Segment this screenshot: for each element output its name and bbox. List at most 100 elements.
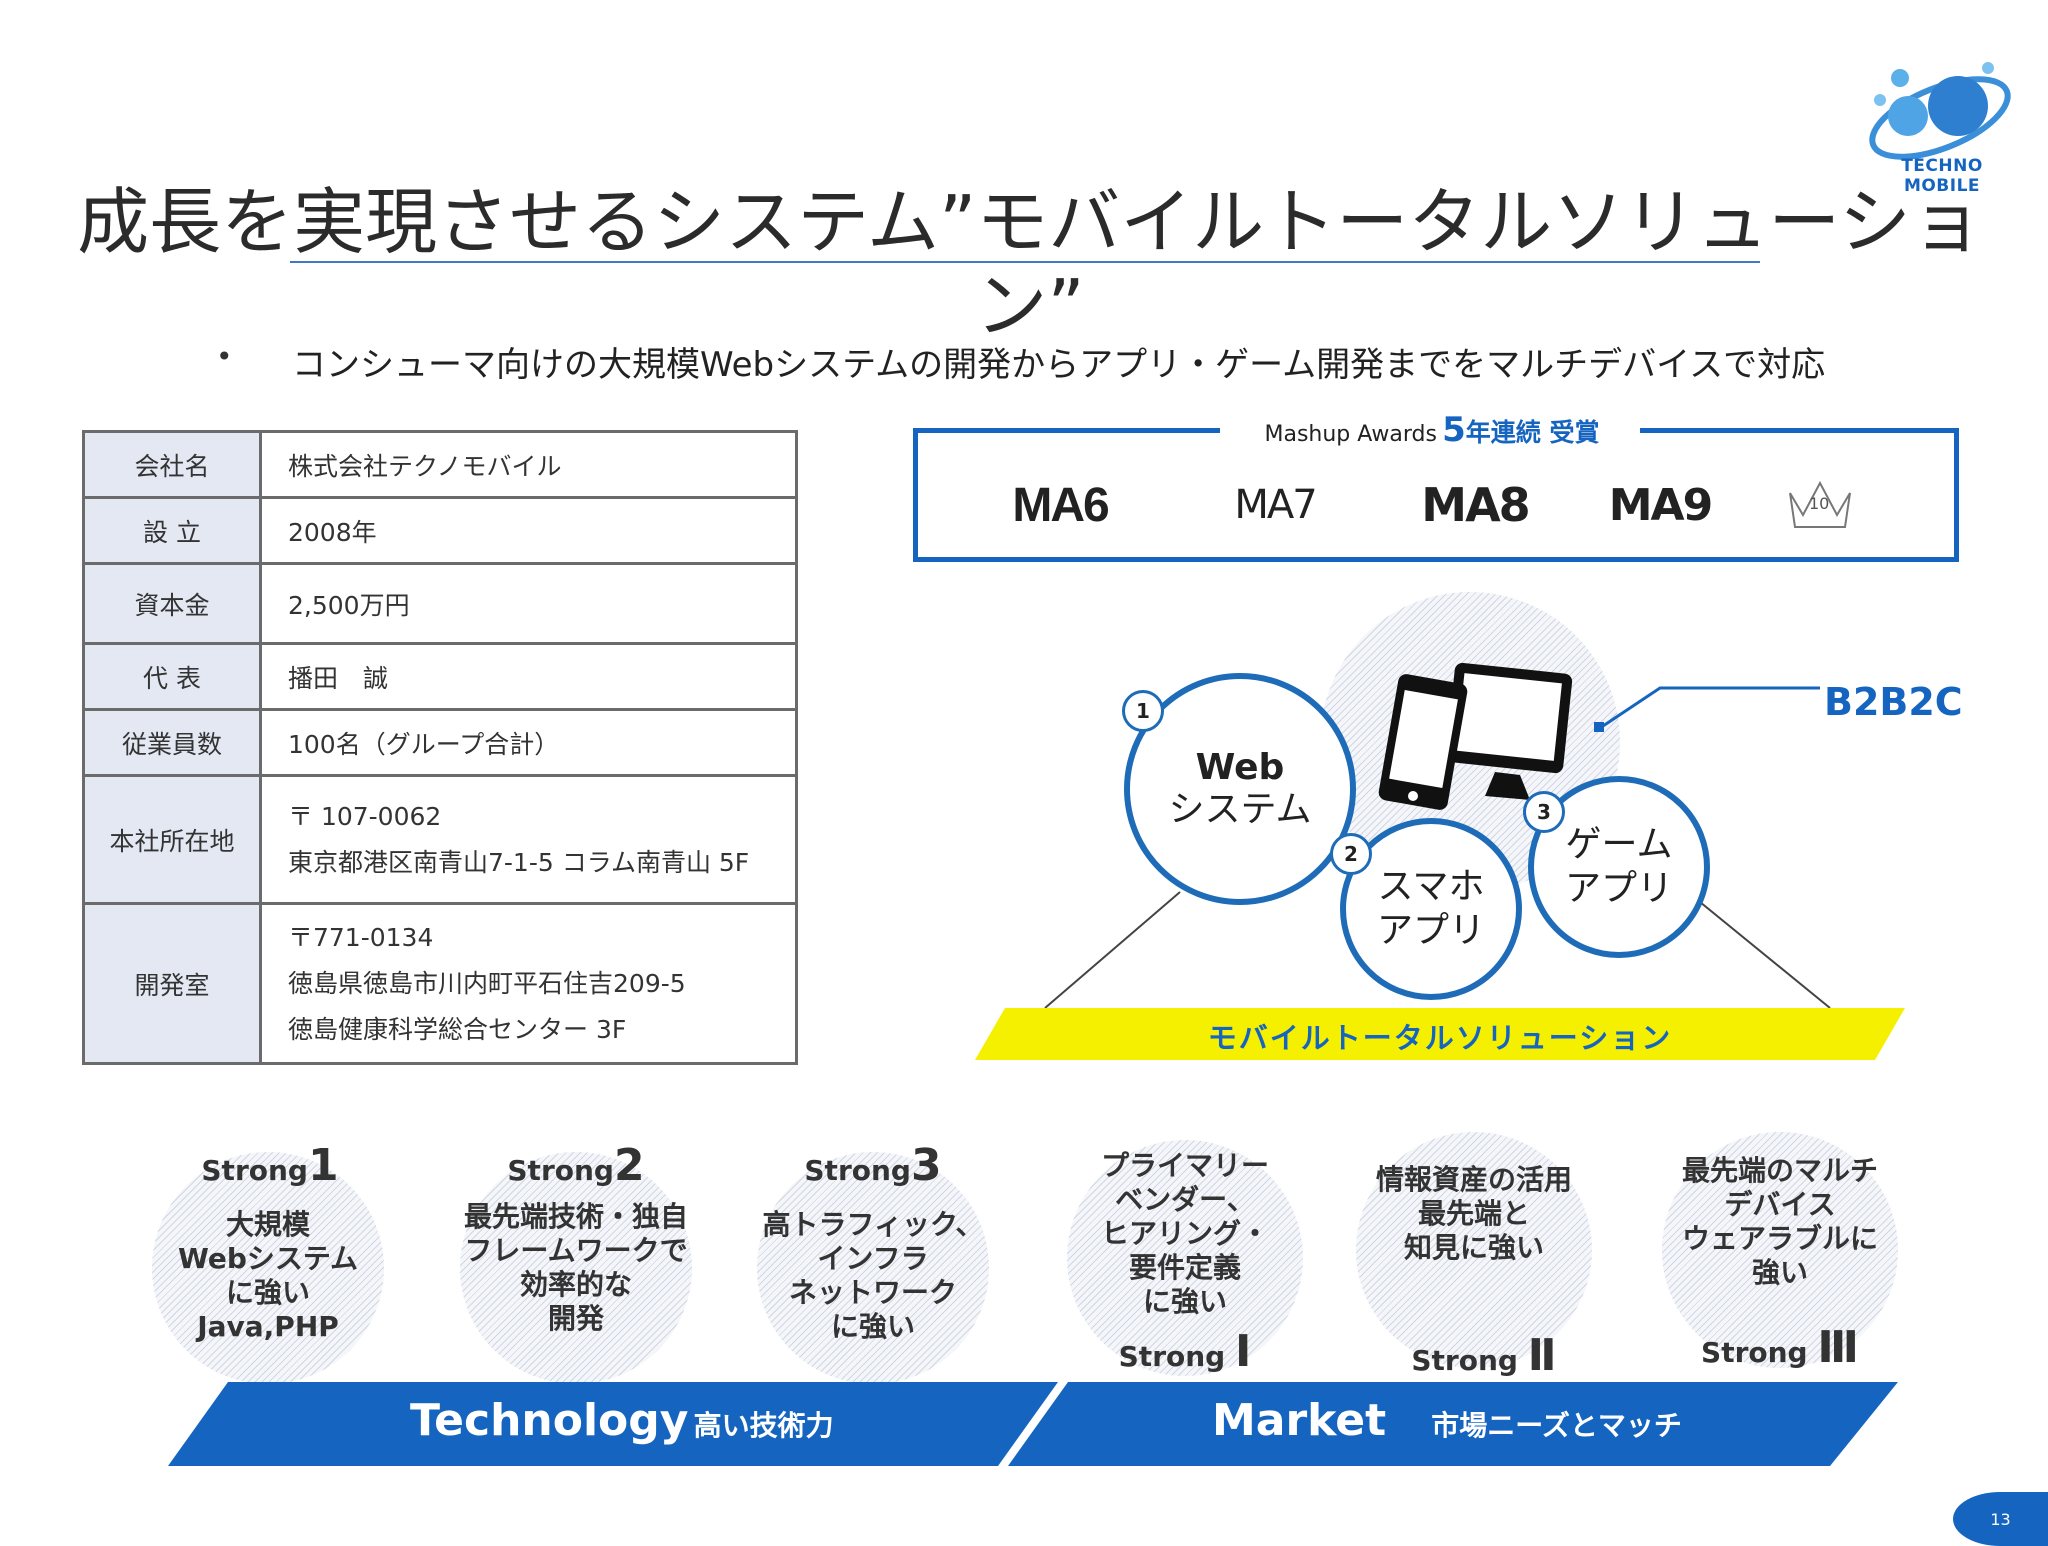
strength-circle-bg <box>1067 1140 1303 1376</box>
strength-line: に強い <box>225 1276 310 1309</box>
table-row: 開発室 〒771-0134 徳島県徳島市川内町平石住吉209-5 徳島健康科学総… <box>82 902 798 1065</box>
technology-banner: Technology 高い技術力 <box>410 1395 834 1446</box>
row-key: 開発室 <box>82 902 262 1065</box>
strength-line: 強い <box>1751 1256 1808 1289</box>
strength-text: 大規模 Webシステム に強い Java,PHP <box>152 1160 384 1392</box>
circle1-line2: システム <box>1168 789 1312 830</box>
market-strength-2: 情報資産の活用 最先端と 知見に強い <box>1356 1132 1592 1368</box>
technology-sublabel: 高い技術力 <box>693 1409 834 1442</box>
strength-line: フレームワークで <box>464 1234 688 1267</box>
market-banner: Market 市場ニーズとマッチ <box>1212 1395 1682 1446</box>
devices-icon <box>1378 662 1573 810</box>
strength-line: に強い <box>1142 1285 1227 1318</box>
solution-banner-shape <box>975 1008 1905 1060</box>
awards-years: 5 <box>1442 410 1466 450</box>
awards-label-background <box>1220 410 1640 450</box>
table-row: 代 表 播田 誠 <box>82 642 798 711</box>
circle2-line1: スマホ <box>1377 866 1485 907</box>
market-label: Market <box>1212 1395 1387 1446</box>
dev-address: 徳島県徳島市川内町平石住吉209-5 <box>288 968 686 998</box>
strength-line: ウェアラブルに <box>1681 1222 1878 1255</box>
strength-text: 情報資産の活用 最先端と 知見に強い <box>1346 1096 1602 1332</box>
solution-banner-text: モバイルトータルソリューション <box>1207 1021 1673 1055</box>
company-info-table: 会社名 株式会社テクノモバイル 設 立 2008年 資本金 2,500万円 代 … <box>82 430 798 1065</box>
strength-heading: Strong3 <box>804 1140 942 1191</box>
strength-text: 最先端技術・独自 フレームワークで 効率的な 開発 <box>440 1152 712 1384</box>
row-key: 会社名 <box>82 430 262 499</box>
row-key: 代 表 <box>82 642 262 711</box>
row-value: 2008年 <box>259 496 798 565</box>
strength-heading: Strong Ⅱ <box>1411 1330 1557 1381</box>
strength-line: ヒアリング・ <box>1100 1217 1269 1250</box>
table-row: 資本金 2,500万円 <box>82 562 798 645</box>
table-row: 本社所在地 〒 107-0062 東京都港区南青山7-1-5 コラム南青山 5F <box>82 774 798 905</box>
strength-line: Java,PHP <box>197 1310 339 1343</box>
awards-suffix: 年連続 受賞 <box>1465 418 1600 447</box>
bottom-banners <box>168 1382 1898 1466</box>
strength-heading: Strong1 <box>201 1140 339 1191</box>
title-underline <box>290 261 1760 263</box>
bullet-marker: • <box>216 340 233 373</box>
strength-line: デバイス <box>1724 1188 1836 1221</box>
row-value: 〒 107-0062 東京都港区南青山7-1-5 コラム南青山 5F <box>259 774 798 905</box>
crown-icon <box>1789 480 1851 528</box>
circle3-number: 3 <box>1523 791 1565 833</box>
table-row: 会社名 株式会社テクノモバイル <box>82 430 798 499</box>
strength-circle-bg <box>1356 1132 1592 1368</box>
strength-line: 高トラフィック、 <box>762 1208 984 1241</box>
row-value: 〒771-0134 徳島県徳島市川内町平石住吉209-5 徳島健康科学総合センタ… <box>259 902 798 1065</box>
strength-line: 知見に強い <box>1403 1231 1544 1264</box>
strength-line: Webシステム <box>177 1242 359 1275</box>
table-row: 従業員数 100名（グループ合計） <box>82 708 798 777</box>
connector-lines <box>1044 891 1831 1009</box>
strength-line: 大規模 <box>225 1208 310 1241</box>
strength-circle-bg <box>460 1152 692 1384</box>
strength-line: 最先端と <box>1417 1197 1530 1230</box>
tech-strength-1: 大規模 Webシステム に強い Java,PHP <box>152 1152 384 1384</box>
strength-heading: Strong2 <box>507 1140 645 1191</box>
table-row: 設 立 2008年 <box>82 496 798 565</box>
strength-line: ネットワーク <box>788 1276 957 1309</box>
strength-line: インフラ <box>817 1242 929 1275</box>
bullet-text: コンシューマ向けの大規模Webシステムの開発からアプリ・ゲーム開発までをマルチデ… <box>292 345 1826 385</box>
technology-label: Technology <box>410 1395 689 1446</box>
strength-line: 効率的な <box>519 1268 632 1301</box>
hq-address: 東京都港区南青山7-1-5 コラム南青山 5F <box>288 847 750 877</box>
row-value: 播田 誠 <box>259 642 798 711</box>
award-logo-10: 10 <box>1765 470 1875 540</box>
circle2-line2: アプリ <box>1376 910 1485 951</box>
strength-text: プライマリー ベンダー、 ヒアリング・ 要件定義 に強い <box>1057 1116 1313 1352</box>
dev-postal: 〒771-0134 <box>288 922 434 952</box>
strength-line: 最先端のマルチ <box>1681 1154 1878 1187</box>
strength-text: 最先端のマルチ デバイス ウェアラブルに 強い <box>1652 1104 1908 1340</box>
row-key: 設 立 <box>82 496 262 565</box>
strength-line: プライマリー <box>1100 1149 1269 1182</box>
technology-banner-shape <box>168 1382 1058 1466</box>
row-key: 本社所在地 <box>82 774 262 905</box>
row-value: 100名（グループ合計） <box>259 708 798 777</box>
strength-heading: Strong Ⅲ <box>1701 1322 1859 1373</box>
strength-text: 高トラフィック、 インフラ ネットワーク に強い <box>737 1160 1009 1392</box>
strength-circle-bg <box>757 1152 989 1384</box>
strength-line: 最先端技術・独自 <box>463 1200 688 1233</box>
awards-name: Mashup Awards <box>1264 422 1438 447</box>
row-value: 2,500万円 <box>259 562 798 645</box>
circle1-line1: Web <box>1195 747 1285 788</box>
strength-circle-bg <box>1662 1132 1898 1368</box>
b2b2c-pointer <box>1594 686 1820 732</box>
row-key: 従業員数 <box>82 708 262 777</box>
market-sublabel: 市場ニーズとマッチ <box>1431 1409 1682 1442</box>
tech-strength-2: 最先端技術・独自 フレームワークで 効率的な 開発 <box>460 1152 692 1384</box>
hq-postal: 〒 107-0062 <box>288 801 442 831</box>
award-logo-ma6: MA6 <box>1012 478 1109 532</box>
circle2-number: 2 <box>1330 833 1372 875</box>
circle3-line1: ゲーム <box>1565 824 1673 865</box>
strength-line: 要件定義 <box>1128 1251 1241 1284</box>
award-10-label: 10 <box>1809 494 1830 513</box>
row-value: 株式会社テクノモバイル <box>259 430 798 499</box>
market-banner-shape <box>1008 1382 1898 1466</box>
techno-mobile-logo <box>1869 62 2011 160</box>
market-strength-3: 最先端のマルチ デバイス ウェアラブルに 強い <box>1662 1132 1898 1368</box>
b2b2c-label: B2B2C <box>1824 680 1963 724</box>
strength-line: 情報資産の活用 <box>1375 1163 1572 1196</box>
